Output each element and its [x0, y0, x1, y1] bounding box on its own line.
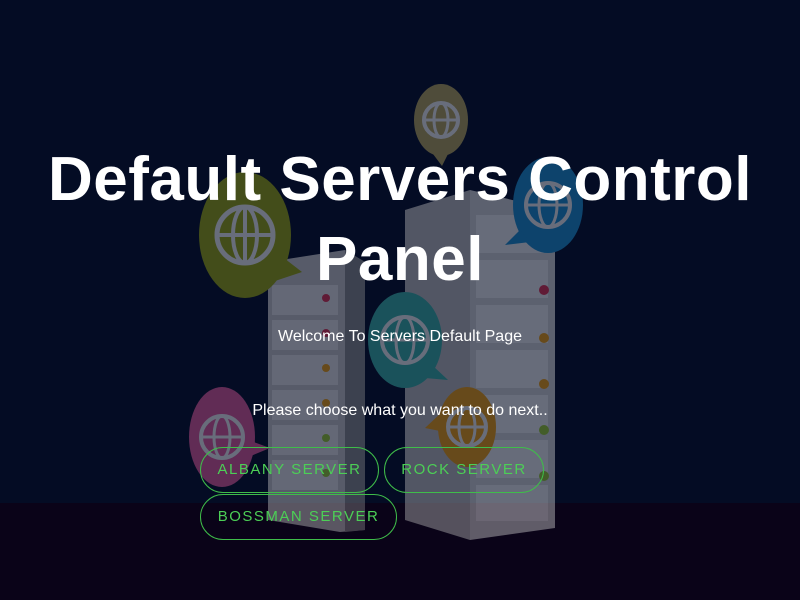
rock-server-button[interactable]: ROCK SERVER [384, 447, 544, 493]
globe-speech-bubble-icon [199, 172, 302, 298]
globe-speech-bubble-icon [414, 84, 468, 166]
bossman-server-button[interactable]: BOSSMAN SERVER [200, 494, 397, 540]
albany-server-button[interactable]: ALBANY SERVER [200, 447, 379, 493]
globe-speech-bubble-icon [368, 292, 448, 388]
server-rack-icon [268, 250, 365, 532]
welcome-text: Welcome To Servers Default Page [278, 328, 522, 345]
choice-prompt: Please choose what you want to do next.. [252, 402, 548, 419]
floor-band [0, 503, 800, 600]
globe-speech-bubble-icon [505, 157, 583, 253]
page-title: Default Servers Control Panel [47, 145, 752, 294]
